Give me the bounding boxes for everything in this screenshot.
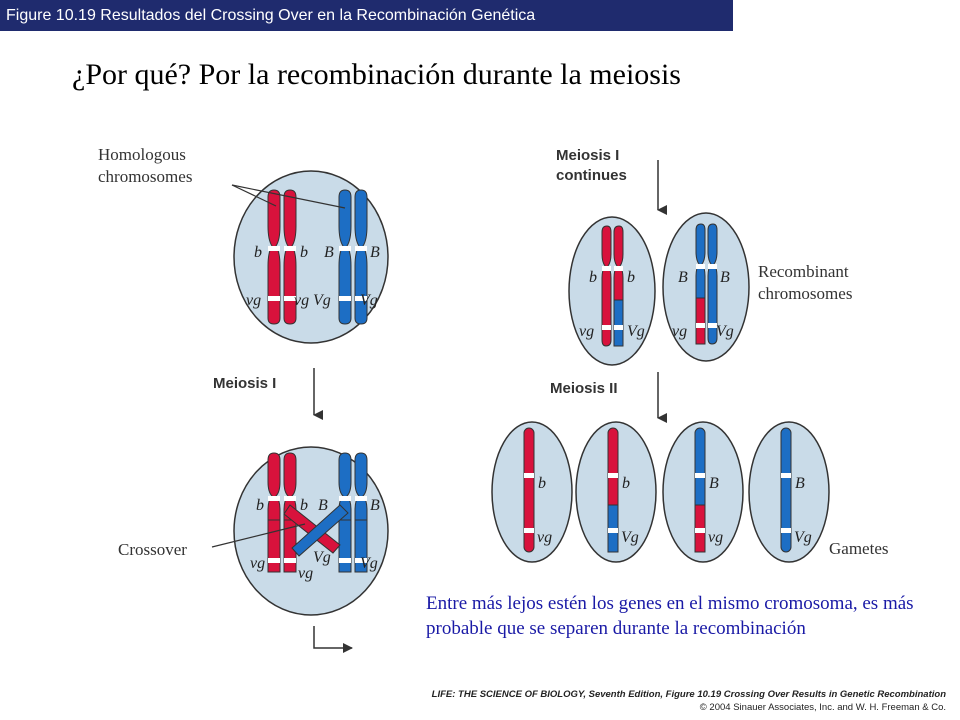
gene-label: Vg bbox=[313, 292, 331, 309]
gamete-4: B Vg bbox=[748, 421, 830, 563]
label-recombinant: Recombinant bbox=[758, 262, 849, 281]
gene-label: B bbox=[678, 269, 688, 286]
gamete-1: b vg bbox=[491, 421, 573, 563]
label-crossover: Crossover bbox=[118, 540, 187, 559]
gene-label: B bbox=[709, 475, 719, 492]
pointer-line bbox=[231, 184, 346, 209]
gene-label: Vg bbox=[360, 292, 378, 309]
credit-line-2: © 2004 Sinauer Associates, Inc. and W. H… bbox=[699, 702, 946, 713]
gene-label: b bbox=[627, 269, 635, 286]
label-recombinant-chromosomes: chromosomes bbox=[758, 284, 852, 303]
gamete-2: b Vg bbox=[575, 421, 657, 563]
gene-label: B bbox=[795, 475, 805, 492]
gene-label: vg bbox=[294, 292, 309, 309]
gene-label: Vg bbox=[313, 549, 331, 566]
gene-label: vg bbox=[250, 555, 265, 572]
cell-homologous: b b B B vg vg Vg Vg bbox=[233, 170, 389, 344]
pointer-line bbox=[211, 523, 306, 548]
cell-recombinant-right: B B vg Vg bbox=[662, 212, 750, 362]
gene-label: Vg bbox=[716, 323, 734, 340]
chromosome-red bbox=[267, 189, 297, 325]
slide-heading: ¿Por qué? Por la recombinación durante l… bbox=[72, 58, 681, 91]
gamete-3: B vg bbox=[662, 421, 744, 563]
gene-label: vg bbox=[246, 292, 261, 309]
arrow-elbow bbox=[313, 626, 353, 653]
gene-label: B bbox=[324, 244, 334, 261]
credit-line-1: LIFE: THE SCIENCE OF BIOLOGY, Seventh Ed… bbox=[431, 689, 946, 700]
gene-label: vg bbox=[672, 323, 687, 340]
label-meiosis-1-continues-1: Meiosis I bbox=[556, 147, 619, 164]
gene-label: B bbox=[720, 269, 730, 286]
cell-recombinant-left: b b vg Vg bbox=[568, 216, 656, 366]
label-gametes: Gametes bbox=[829, 539, 888, 558]
label-chromosomes: chromosomes bbox=[98, 167, 192, 186]
gene-label: B bbox=[370, 244, 380, 261]
gene-label: b bbox=[254, 244, 262, 261]
pointer-line bbox=[231, 184, 277, 207]
gene-label: b bbox=[300, 497, 308, 514]
figure-title-bar: Figure 10.19 Resultados del Crossing Ove… bbox=[0, 0, 733, 31]
gene-label: vg bbox=[708, 529, 723, 546]
chromosome-blue bbox=[338, 189, 368, 325]
gene-label: b bbox=[538, 475, 546, 492]
gene-label: b bbox=[622, 475, 630, 492]
gene-label: b bbox=[256, 497, 264, 514]
gene-label: b bbox=[589, 269, 597, 286]
gene-label: B bbox=[370, 497, 380, 514]
gene-label: B bbox=[318, 497, 328, 514]
label-meiosis-2: Meiosis II bbox=[550, 380, 618, 397]
label-meiosis-1: Meiosis I bbox=[213, 375, 276, 392]
gene-label: Vg bbox=[794, 529, 812, 546]
gene-label: b bbox=[300, 244, 308, 261]
gene-label: vg bbox=[579, 323, 594, 340]
gene-label: Vg bbox=[627, 323, 645, 340]
label-homologous: Homologous bbox=[98, 145, 186, 164]
explanation-note: Entre más lejos estén los genes en el mi… bbox=[426, 593, 914, 639]
gene-label: Vg bbox=[621, 529, 639, 546]
gene-label: vg bbox=[298, 565, 313, 582]
gene-label: Vg bbox=[360, 555, 378, 572]
gene-label: vg bbox=[537, 529, 552, 546]
label-meiosis-1-continues-2: continues bbox=[556, 167, 627, 184]
cell-crossover: b b B B vg vg Vg Vg bbox=[233, 446, 389, 616]
